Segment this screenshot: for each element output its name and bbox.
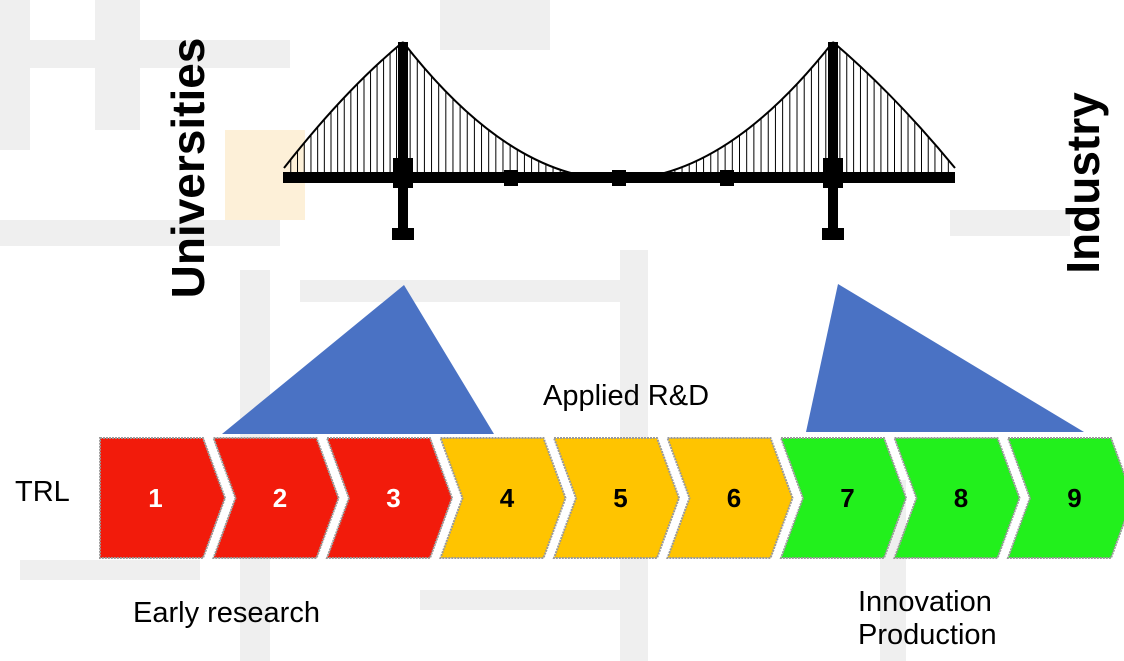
innovation-label: Innovation	[858, 586, 992, 618]
trl-label: TRL	[15, 476, 70, 508]
trl-chevron-2	[212, 437, 340, 559]
early-research-label: Early research	[133, 597, 320, 629]
production-label: Production	[858, 619, 997, 652]
universities-triangle	[222, 285, 494, 434]
industry-label: Industry	[1057, 92, 1109, 274]
trl-level-1-label: 1	[148, 483, 162, 513]
trl-level-2-label: 2	[273, 483, 287, 513]
trl-chevron-8	[893, 437, 1021, 559]
trl-level-9-label: 9	[1067, 483, 1081, 513]
trl-chevron-1	[99, 437, 227, 559]
trl-level-4-label: 4	[500, 483, 515, 513]
universities-label: Universities	[162, 37, 214, 299]
industry-triangle	[806, 284, 1084, 432]
trl-level-3-label: 3	[386, 483, 400, 513]
innovation-production-label: Innovation Production	[858, 586, 997, 653]
trl-chevron-9	[1006, 437, 1124, 559]
applied-rd-label: Applied R&D	[543, 380, 710, 412]
trl-chevron-4	[439, 437, 567, 559]
trl-chevron-7	[779, 437, 908, 559]
trl-chevron-6	[666, 437, 794, 559]
trl-chevron-5	[552, 437, 681, 559]
trl-level-6-label: 6	[727, 483, 741, 513]
suspension-bridge-icon	[283, 41, 956, 240]
trl-level-5-label: 5	[613, 483, 627, 513]
trl-chevron-row: 1 2 3 4 5 6 7 8 9	[99, 437, 1124, 559]
trl-level-7-label: 7	[840, 483, 854, 513]
trl-level-8-label: 8	[954, 483, 968, 513]
trl-chevron-3	[325, 437, 454, 559]
